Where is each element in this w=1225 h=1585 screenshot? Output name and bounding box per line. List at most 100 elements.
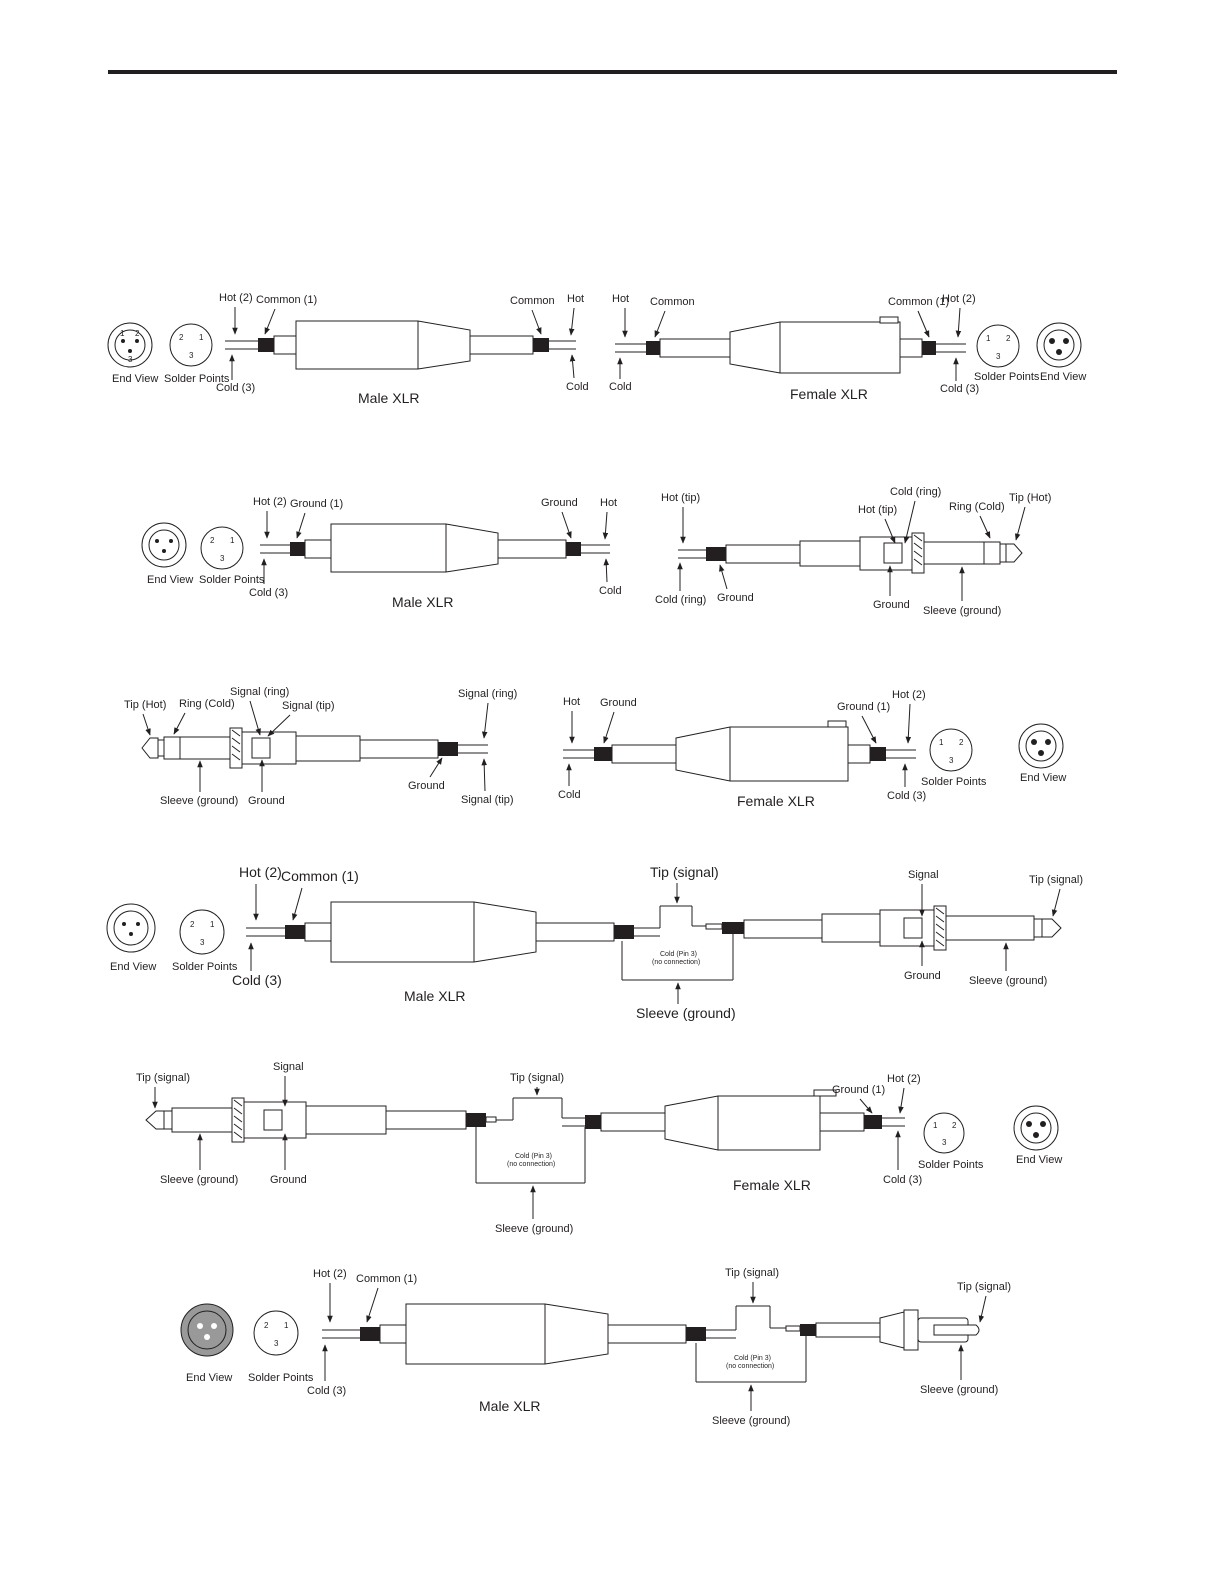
mid-cold-pin3-label: Cold (Pin 3) bbox=[515, 1153, 552, 1160]
inner-cold-ring-label: Cold (ring) bbox=[890, 486, 941, 498]
solder-points-icon bbox=[929, 728, 973, 772]
ts-sleeve bbox=[945, 915, 1035, 941]
solder-pin-label-3: 3 bbox=[996, 352, 1001, 361]
solder-pin-label-3: 3 bbox=[220, 554, 225, 563]
solder-pin-label-1: 1 bbox=[230, 536, 235, 545]
sleeve-label: Sleeve (ground) bbox=[160, 1174, 238, 1186]
tip-signal-label: Tip (signal) bbox=[725, 1267, 779, 1279]
diagram-1-female-xlr: Hot Common Cold Common (1) Hot (2) Cold … bbox=[609, 293, 1086, 402]
ground-label: Ground bbox=[600, 697, 637, 709]
solder-pin-label-2: 2 bbox=[190, 920, 195, 929]
pin-label-2: 2 bbox=[135, 329, 140, 338]
solder-points-label: Solder Points bbox=[172, 961, 238, 973]
ground-label: Ground bbox=[904, 970, 941, 982]
far-hot-label: Hot bbox=[567, 293, 584, 305]
plug-sleeve-label: Sleeve (ground) bbox=[969, 975, 1047, 987]
solder-points-label: Solder Points bbox=[248, 1372, 314, 1384]
cold-label: Cold bbox=[609, 381, 632, 393]
end-view-label: End View bbox=[1040, 371, 1086, 383]
hot-label: Hot bbox=[563, 696, 580, 708]
solder-pin-label-1: 1 bbox=[986, 334, 991, 343]
female-xlr-title: Female XLR bbox=[737, 793, 815, 809]
mid-no-connection-label: (no connection) bbox=[726, 1363, 774, 1370]
male-xlr-body bbox=[405, 1303, 609, 1365]
inner-ground-label: Ground bbox=[873, 599, 910, 611]
common-label: Common (1) bbox=[356, 1273, 417, 1285]
end-view-label: End View bbox=[1016, 1154, 1062, 1166]
solder-pin-label-2: 2 bbox=[959, 738, 964, 747]
plug-tip-label: Tip (signal) bbox=[1029, 874, 1083, 886]
diagram-2-male-xlr: End View 2 1 3 Solder Points Hot (2) Gro… bbox=[141, 496, 622, 610]
female-xlr-title: Female XLR bbox=[733, 1177, 811, 1193]
male-xlr-body bbox=[330, 901, 537, 963]
ground-label: Ground bbox=[270, 1174, 307, 1186]
diagram-1-male-xlr: 1 2 3 End View 2 1 3 Solder Points Hot (… bbox=[107, 292, 589, 406]
female-xlr-title: Female XLR bbox=[790, 386, 868, 402]
trs-sleeve bbox=[923, 541, 985, 565]
diagram-3-female-xlr: Hot Ground Cold Ground (1) Hot (2) Cold … bbox=[558, 689, 1066, 809]
end-view-label: End View bbox=[186, 1372, 232, 1384]
signal-label: Signal bbox=[273, 1061, 304, 1073]
male-xlr-body bbox=[295, 320, 471, 370]
near-common-label: Common (1) bbox=[888, 296, 949, 308]
mid-no-connection-label: (no connection) bbox=[652, 959, 700, 966]
solder-points-icon bbox=[976, 324, 1020, 368]
solder-points-label: Solder Points bbox=[974, 371, 1040, 383]
female-xlr-body bbox=[729, 321, 901, 374]
rca-body bbox=[879, 1311, 905, 1349]
solder-points-icon bbox=[200, 526, 244, 570]
near-cold-label: Cold (3) bbox=[883, 1174, 922, 1186]
ground-label: Ground bbox=[248, 795, 285, 807]
male-xlr-title: Male XLR bbox=[404, 988, 465, 1004]
solder-pin-label-1: 1 bbox=[210, 920, 215, 929]
inner-hot-tip-label: Hot (tip) bbox=[858, 504, 897, 516]
mid-cold-pin3-label: Cold (Pin 3) bbox=[734, 1355, 771, 1362]
solder-pin-label-2: 2 bbox=[1006, 334, 1011, 343]
near-hot-label: Hot (2) bbox=[887, 1073, 921, 1085]
diagram-6-male-xlr-to-rca: End View 2 1 3 Solder Points Cold (Pin 3… bbox=[180, 1267, 1011, 1427]
ts-tip bbox=[1041, 918, 1062, 938]
male-xlr-title: Male XLR bbox=[392, 594, 453, 610]
far-signal-ring-label: Signal (ring) bbox=[458, 688, 517, 700]
common-label: Common bbox=[650, 296, 695, 308]
near-cold-label: Cold (3) bbox=[887, 790, 926, 802]
signal-ring-label: Signal (ring) bbox=[230, 686, 289, 698]
diagram-5-ts-to-female-xlr: Cold (Pin 3) (no connection) Tip (signal… bbox=[136, 1061, 1062, 1235]
pin-label-3: 3 bbox=[128, 355, 133, 364]
solder-pin-label-3: 3 bbox=[274, 1339, 279, 1348]
hot-label: Hot (2) bbox=[219, 292, 253, 304]
sleeve-label: Sleeve (ground) bbox=[712, 1415, 790, 1427]
cold-label: Cold bbox=[558, 789, 581, 801]
solder-pin-label-1: 1 bbox=[284, 1321, 289, 1330]
solder-pin-label-2: 2 bbox=[179, 333, 184, 342]
solder-points-icon bbox=[253, 1310, 299, 1356]
solder-pin-label-3: 3 bbox=[942, 1138, 947, 1147]
solder-points-icon bbox=[179, 909, 225, 955]
signal-tip-label: Signal (tip) bbox=[282, 700, 335, 712]
hot-label: Hot (2) bbox=[313, 1268, 347, 1280]
male-xlr-title: Male XLR bbox=[479, 1398, 540, 1414]
hot-label: Hot bbox=[612, 293, 629, 305]
rca-sleeve-label: Sleeve (ground) bbox=[920, 1384, 998, 1396]
solder-points-icon bbox=[169, 323, 213, 367]
far-hot-label: Hot bbox=[600, 497, 617, 509]
near-ground-label: Ground (1) bbox=[837, 701, 890, 713]
hot-tip-label: Hot (tip) bbox=[661, 492, 700, 504]
solder-pin-label-1: 1 bbox=[933, 1121, 938, 1130]
solder-pin-label-2: 2 bbox=[210, 536, 215, 545]
solder-points-label: Solder Points bbox=[199, 574, 265, 586]
far-ground-label: Ground bbox=[408, 780, 445, 792]
solder-pin-label-1: 1 bbox=[939, 738, 944, 747]
near-ground-label: Ground (1) bbox=[832, 1084, 885, 1096]
pin-label-1: 1 bbox=[120, 329, 125, 338]
solder-points-icon bbox=[923, 1112, 965, 1154]
diagram-3-trs-plug: Tip (Hot) Ring (Cold) Signal (ring) Sign… bbox=[124, 686, 517, 807]
rca-tip bbox=[933, 1324, 980, 1336]
common-label: Common (1) bbox=[281, 868, 359, 884]
tip-hot-label: Tip (Hot) bbox=[1009, 492, 1051, 504]
solder-points-label: Solder Points bbox=[164, 373, 230, 385]
solder-pin-label-3: 3 bbox=[949, 756, 954, 765]
tip-signal-label: Tip (signal) bbox=[136, 1072, 190, 1084]
cold-label: Cold (3) bbox=[249, 587, 288, 599]
